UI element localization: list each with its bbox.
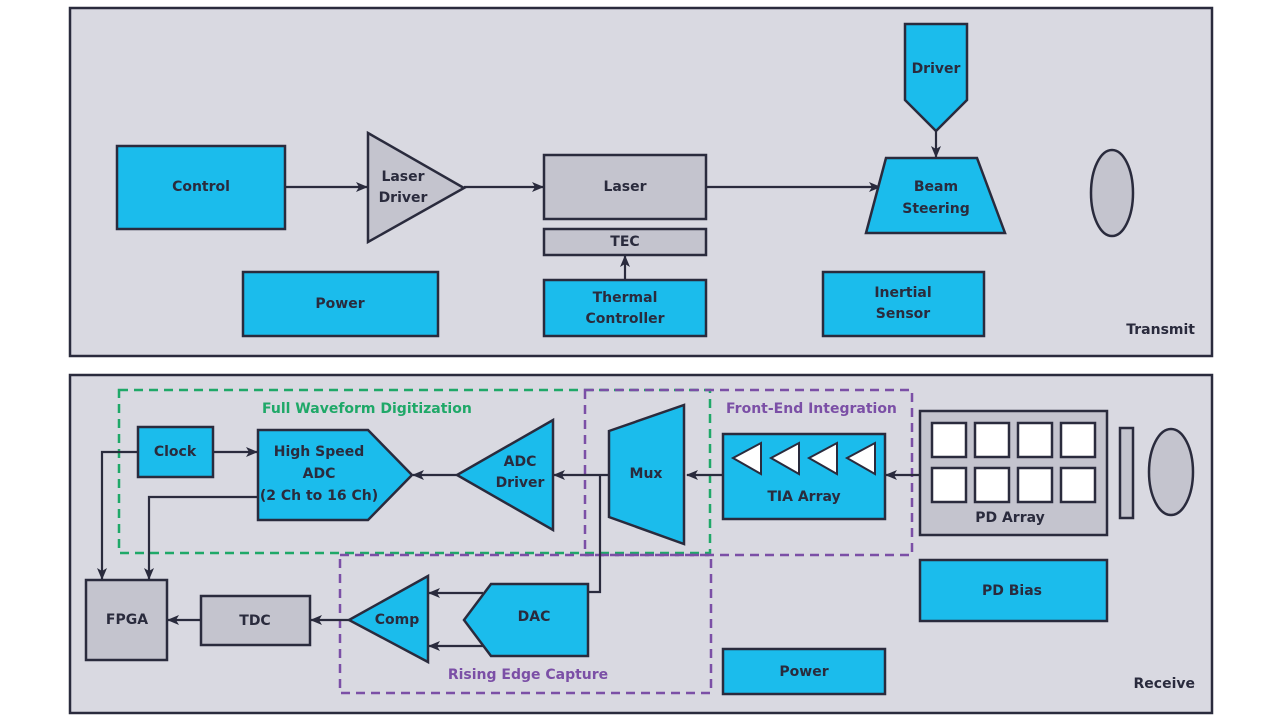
pd-array-block: PD Array (918, 409, 1109, 537)
laser-driver-label-line2: Driver (379, 190, 428, 206)
laser-block: Laser (542, 153, 708, 221)
adc-to-fpga-arrow (144, 495, 258, 580)
clock-label: Clock (154, 444, 197, 460)
dac-label: DAC (518, 609, 551, 625)
clock-block: Clock (136, 425, 215, 479)
pd-cell (1059, 421, 1097, 459)
tec-block: TEC (542, 227, 708, 257)
fpga-block: FPGA (84, 578, 169, 662)
pd-cell (973, 466, 1011, 504)
tia-array-label: TIA Array (767, 489, 840, 505)
receive-power-label: Power (779, 664, 828, 680)
tia-amplifier-icon (844, 441, 876, 476)
pd-cell (930, 421, 968, 459)
tia-amplifier-icon (768, 441, 800, 476)
control-block: Control (115, 144, 287, 231)
rising-edge-group-label: Rising Edge Capture (448, 667, 608, 683)
control-label: Control (172, 179, 230, 195)
thermal-controller-label-line2: Controller (585, 311, 664, 327)
pd-cell (1016, 466, 1054, 504)
laser-driver-block: Laser Driver (366, 130, 467, 245)
beam-driver-label: Driver (912, 61, 961, 77)
pd-array-cells (930, 421, 1097, 504)
adc-driver-block: ADC Driver (454, 417, 555, 533)
receive-lens-icon (1147, 427, 1195, 517)
beam-steering-block: Beam Steering (864, 156, 1007, 235)
pd-bias-block: PD Bias (918, 558, 1109, 623)
transmit-power-label: Power (315, 296, 364, 312)
tdc-block: TDC (199, 594, 312, 647)
thermal-controller-label-line1: Thermal (593, 290, 658, 306)
receive-panel-label: Receive (1134, 676, 1196, 692)
inertial-sensor-label-line2: Sensor (876, 306, 930, 322)
pd-cell (930, 466, 968, 504)
beam-steering-label-line2: Steering (902, 201, 969, 217)
mux-block: Mux (607, 403, 686, 546)
tia-amplifier-icon (730, 441, 762, 476)
front-end-group-label: Front-End Integration (726, 401, 897, 417)
high-speed-adc-block: High Speed ADC (2 Ch to 16 Ch) (256, 428, 414, 522)
transmit-lens-icon (1089, 148, 1135, 238)
tia-amplifiers (730, 441, 876, 476)
tia-amplifier-icon (806, 441, 838, 476)
adc-label-line2: ADC (303, 466, 336, 482)
pd-cell (1016, 421, 1054, 459)
adc-label-line1: High Speed (274, 444, 365, 460)
laser-driver-label-line1: Laser (381, 169, 424, 185)
full-waveform-group-box (117, 388, 712, 555)
comparator-block: Comp (346, 573, 430, 665)
tec-label: TEC (610, 234, 639, 250)
full-waveform-group-label: Full Waveform Digitization (262, 401, 472, 417)
adc-label-line3: (2 Ch to 16 Ch) (260, 488, 378, 504)
pd-cell (973, 421, 1011, 459)
pd-bias-label: PD Bias (982, 583, 1042, 599)
beam-steering-label-line1: Beam (914, 179, 958, 195)
dac-block: DAC (462, 582, 590, 658)
transmit-power-block: Power (241, 270, 440, 338)
fpga-label: FPGA (106, 612, 148, 628)
tia-array-block: TIA Array (721, 432, 887, 521)
thermal-controller-block: Thermal Controller (542, 278, 708, 338)
adc-driver-label-line2: Driver (496, 475, 545, 491)
clock-to-fpga-arrow (97, 450, 138, 580)
mux-label: Mux (630, 466, 663, 482)
optical-filter-icon (1118, 426, 1135, 520)
transmit-panel: Transmit Control Laser Driver Laser TEC (68, 6, 1214, 358)
laser-label: Laser (603, 179, 646, 195)
inertial-sensor-label-line1: Inertial (874, 285, 931, 301)
pd-cell (1059, 466, 1097, 504)
beam-driver-block: Driver (903, 22, 969, 133)
transmit-panel-label: Transmit (1126, 322, 1195, 338)
mux-to-dac-wire (588, 475, 602, 594)
front-end-group-box (583, 388, 914, 557)
receive-panel: Receive Full Waveform Digitization Front… (68, 373, 1214, 715)
receive-power-block: Power (721, 647, 887, 696)
rising-edge-group-box (338, 553, 713, 695)
pd-array-label: PD Array (975, 510, 1045, 526)
tdc-label: TDC (239, 613, 270, 629)
adc-driver-label-line1: ADC (504, 454, 537, 470)
inertial-sensor-block: Inertial Sensor (821, 270, 986, 338)
comp-label: Comp (375, 612, 420, 628)
